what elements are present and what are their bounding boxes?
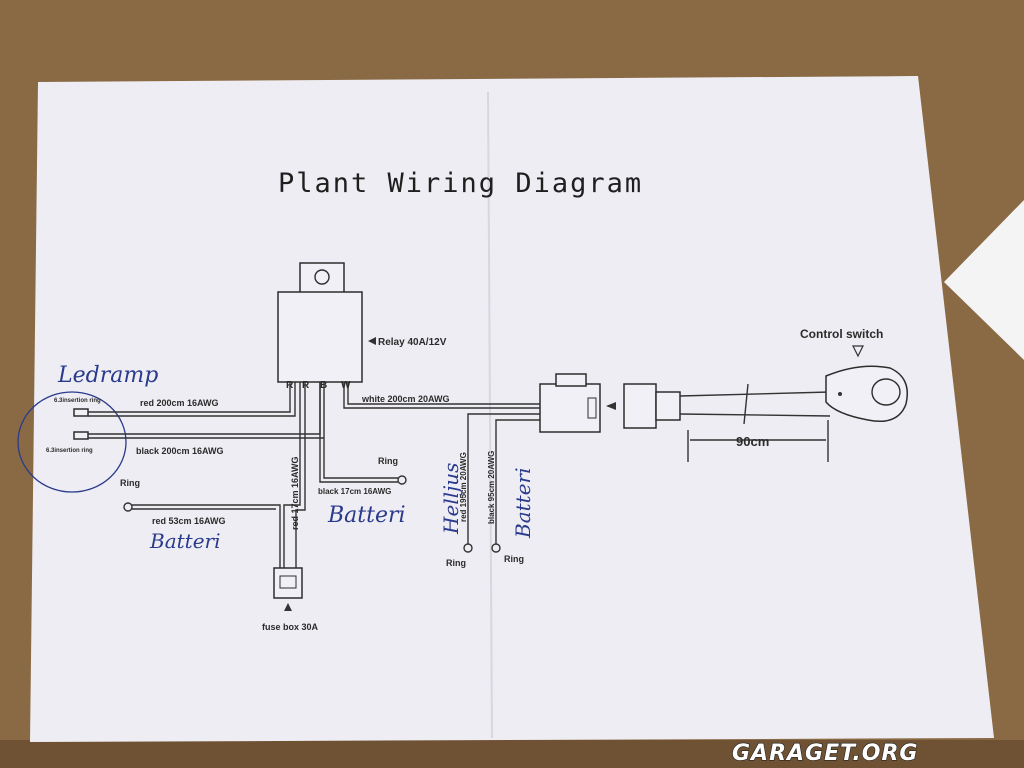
ledramp-circle [17, 391, 127, 493]
relay-body [277, 291, 363, 383]
switch-cable-top [679, 391, 831, 397]
table-edge [0, 740, 1024, 768]
control-switch-button [871, 378, 901, 406]
fuse-arrow [284, 603, 292, 611]
relay-mount-hole [314, 269, 330, 285]
wire-red-53 [132, 504, 281, 570]
ring-terminal-red-195 [463, 543, 473, 553]
label-red-17: red 17cm 16AWG [290, 456, 300, 530]
paper-corner-right [944, 200, 1024, 360]
insertion-ring-bottom: 6.3insertion ring [46, 448, 93, 454]
connector-female-pins [587, 397, 597, 419]
insertion-ring-top: 6.3insertion ring [54, 398, 101, 404]
wire-black-95 [495, 419, 540, 544]
control-switch-arrow [852, 345, 864, 358]
connector-female [539, 383, 601, 433]
fuse-box-label: fuse box 30A [262, 622, 319, 632]
label-black-200: black 200cm 16AWG [136, 446, 224, 456]
ring-label-4: Ring [504, 554, 524, 564]
control-switch-label: Control switch [800, 327, 883, 341]
insertion-terminal-bottom [73, 431, 89, 440]
relay-label: Relay 40A/12V [378, 337, 447, 348]
label-red-53: red 53cm 16AWG [152, 516, 226, 526]
batteri-label-1: Batteri [327, 503, 406, 528]
connector-male [623, 383, 657, 429]
fuse-slot [279, 575, 297, 589]
wire-black-17-b [323, 382, 398, 479]
connector-female-latch [555, 373, 587, 387]
wire-white-200-b [347, 382, 540, 405]
label-red-200: red 200cm 16AWG [140, 398, 219, 408]
switch-cable-bottom [679, 413, 831, 417]
relay-pin-4: W [341, 380, 351, 391]
relay-tab [299, 262, 345, 294]
ledramp-label: Ledramp [57, 363, 158, 388]
control-switch-body [825, 365, 908, 422]
wire-red-17 [283, 382, 301, 570]
relay-pin-2: R [302, 380, 310, 391]
paper-fold [487, 91, 493, 739]
label-white-200: white 200cm 20AWG [361, 394, 450, 404]
wire-black-17 [319, 382, 398, 483]
batteri-label-3: Batteri [511, 468, 535, 540]
wire-white-200 [343, 382, 540, 409]
ring-label-1: Ring [378, 456, 398, 466]
batteri-label-2: Batteri [149, 529, 221, 553]
ring-label-3: Ring [446, 558, 466, 568]
wire-red-195 [467, 413, 540, 544]
connector-male-plug [655, 391, 681, 421]
ring-terminal-black-95 [491, 543, 501, 553]
switch-length-label: 90cm [736, 434, 769, 449]
label-black-95: black 95cm 20AWG [487, 451, 496, 524]
wire-red-200 [88, 382, 291, 413]
paper-sheet [30, 76, 994, 742]
control-switch-led [838, 392, 842, 396]
connector-arrow [606, 402, 616, 410]
helljus-label: Helljus [439, 463, 463, 535]
ring-label-2: Ring [120, 478, 140, 488]
wire-red-200-b [88, 382, 296, 417]
label-black-17: black 17cm 16AWG [318, 487, 391, 496]
label-red-195: red 195cm 20AWG [459, 452, 468, 522]
switch-cable-cut [743, 383, 749, 425]
relay-arrow [368, 337, 376, 345]
diagram-title: Plant Wiring Diagram [278, 168, 643, 199]
ring-terminal-red-53 [123, 502, 133, 512]
site-watermark: GARAGET.ORG [732, 741, 918, 766]
wire-red-17-b [295, 382, 306, 570]
ring-terminal-black-17 [397, 475, 407, 485]
insertion-terminal-top [73, 408, 89, 417]
fuse-box [273, 567, 303, 599]
